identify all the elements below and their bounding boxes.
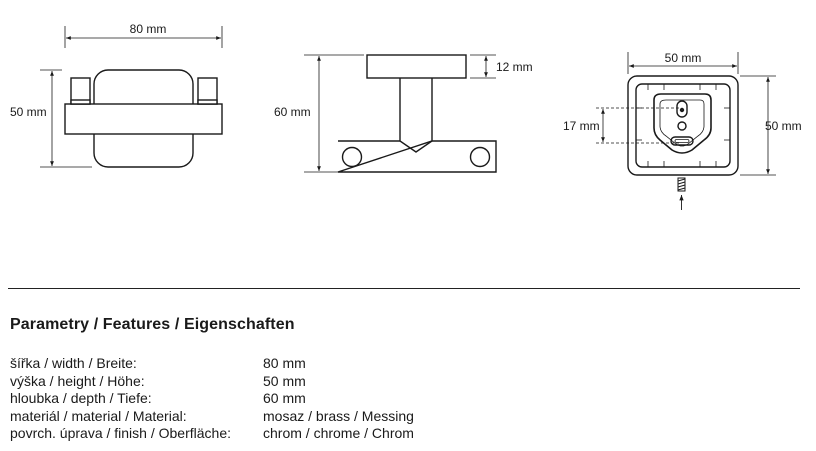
section-divider xyxy=(8,288,800,289)
back-height-label: 50 mm xyxy=(765,119,802,133)
feature-row-width: šířka / width / Breite: 80 mm xyxy=(10,355,414,373)
screw-hole-left xyxy=(341,146,363,168)
front-width-label: 80 mm xyxy=(130,22,167,36)
feature-value: chrom / chrome / Chrom xyxy=(263,425,414,441)
front-height-label: 50 mm xyxy=(10,105,47,119)
keyhole-slot xyxy=(676,100,688,118)
back-plate-outer xyxy=(627,75,739,176)
feature-value: 80 mm xyxy=(263,355,306,371)
feature-label: materiál / material / Material: xyxy=(10,407,187,424)
lower-slot xyxy=(670,136,694,146)
feature-row-material: materiál / material / Material: mosaz / … xyxy=(10,408,414,426)
feature-value: mosaz / brass / Messing xyxy=(263,407,414,424)
feature-value: 60 mm xyxy=(263,390,306,406)
side-view xyxy=(304,54,497,173)
feature-value: 50 mm xyxy=(263,372,306,389)
side-top-label: 12 mm xyxy=(496,60,533,74)
hook-stem xyxy=(399,78,433,153)
center-screw-hole xyxy=(677,121,687,131)
feature-label: šířka / width / Breite: xyxy=(10,355,137,371)
features-table: šířka / width / Breite: 80 mm výška / he… xyxy=(10,355,414,443)
mounting-bracket xyxy=(653,93,712,154)
feature-label: výška / height / Höhe: xyxy=(10,372,145,389)
back-width-label: 50 mm xyxy=(665,51,702,65)
technical-drawings: 80 mm 50 mm 60 mm 12 mm xyxy=(10,22,802,210)
feature-label: hloubka / depth / Tiefe: xyxy=(10,390,152,406)
feature-label: povrch. úprava / finish / Oberfläche: xyxy=(10,425,231,441)
grub-screw-icon xyxy=(677,177,686,192)
feature-row-finish: povrch. úprava / finish / Oberfläche: ch… xyxy=(10,425,414,443)
mounting-bracket-inner xyxy=(659,99,705,147)
feature-row-depth: hloubka / depth / Tiefe: 60 mm xyxy=(10,390,414,408)
hook-head xyxy=(366,54,467,79)
screw-hole-right xyxy=(469,146,491,168)
front-view xyxy=(40,26,223,168)
side-depth-label: 60 mm xyxy=(274,105,311,119)
back-inner-label: 17 mm xyxy=(563,119,600,133)
back-view xyxy=(596,52,776,210)
hook-bar xyxy=(64,103,223,135)
features-title: Parametry / Features / Eigenschaften xyxy=(10,316,295,333)
wall-base xyxy=(337,140,497,173)
feature-row-height: výška / height / Höhe: 50 mm xyxy=(10,373,414,391)
back-plate-rim xyxy=(635,83,731,168)
